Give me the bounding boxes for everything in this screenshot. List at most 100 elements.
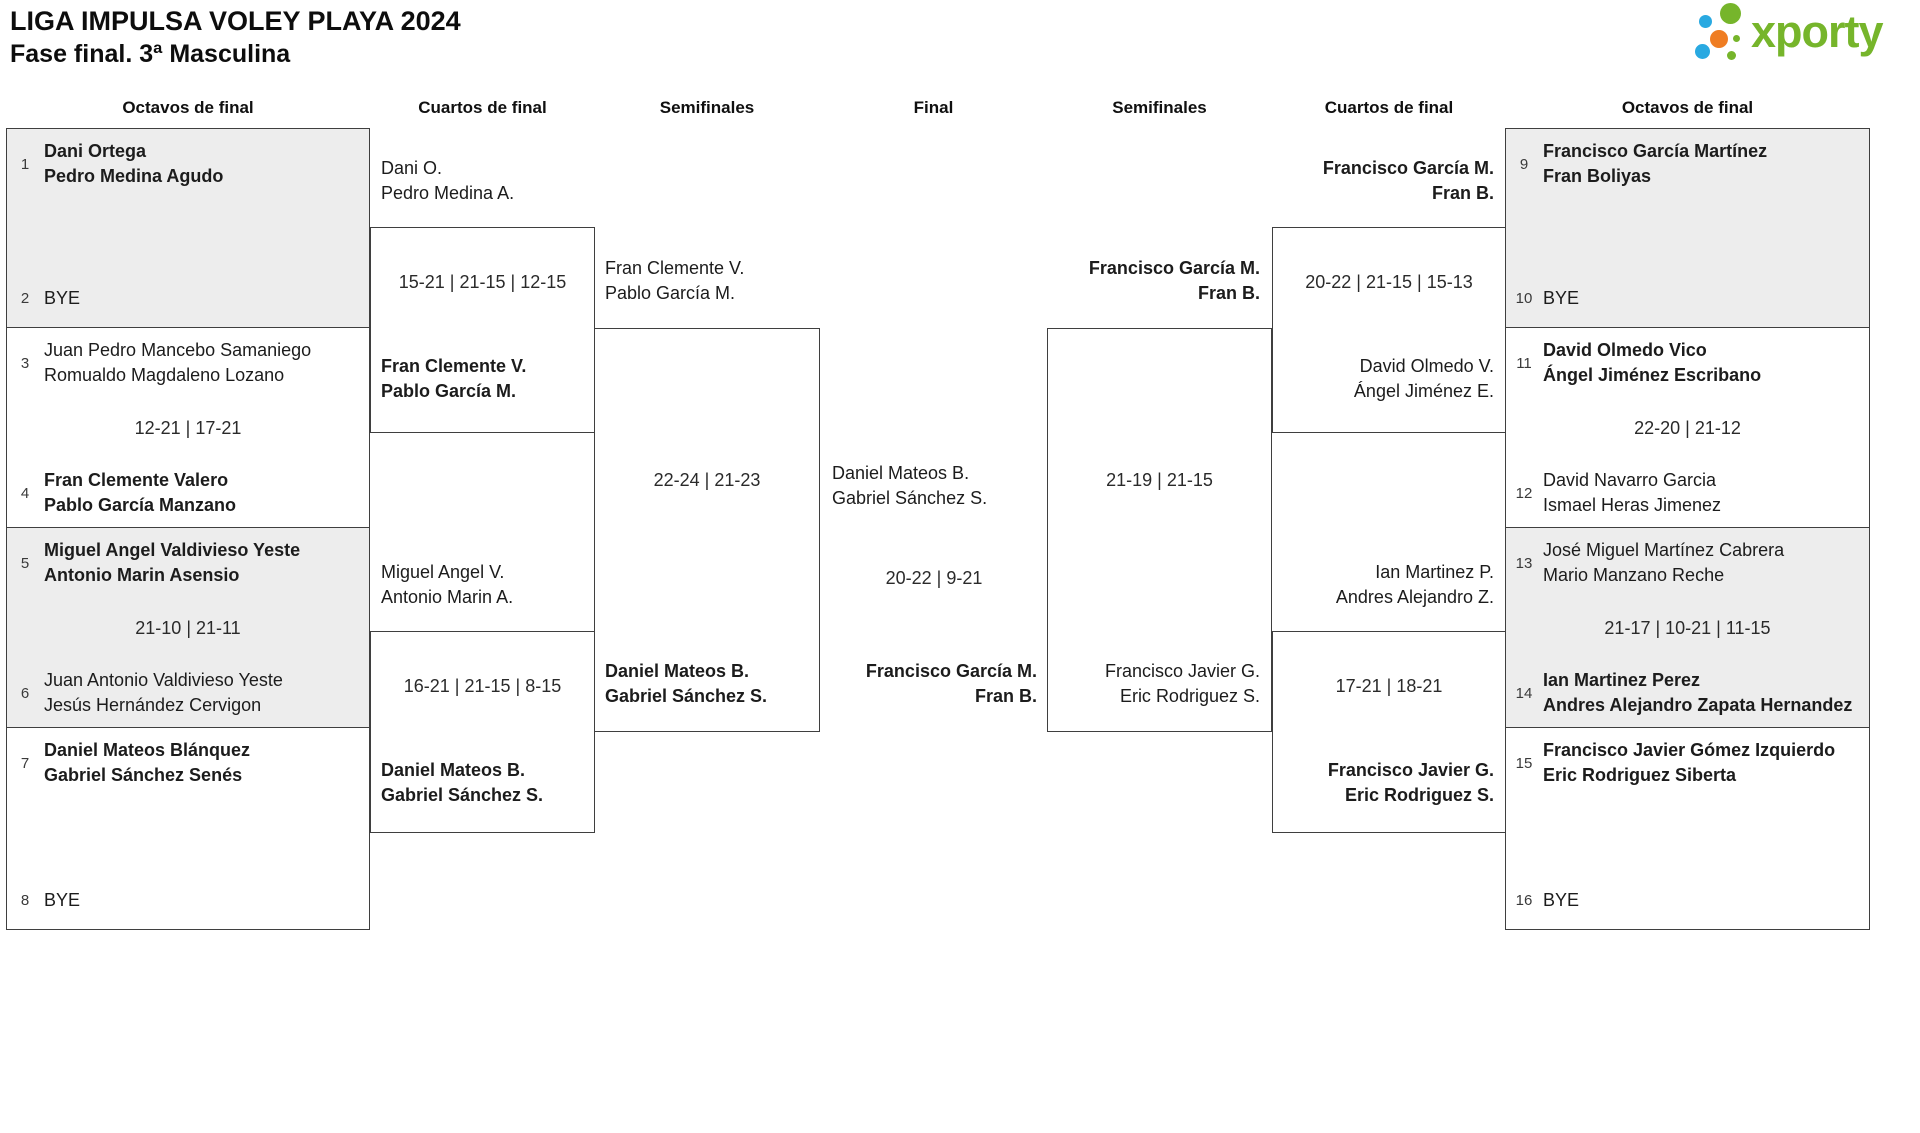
semifinal-box-left[interactable]: Fran Clemente V. Pablo García M. 22-24 |…: [594, 258, 820, 732]
player-name: Juan Antonio Valdivieso Yeste: [44, 670, 283, 690]
team-entry: 6 Juan Antonio Valdivieso Yeste Jesús He…: [15, 668, 363, 718]
team-short-name: Fran B.: [1197, 283, 1260, 303]
team-short-name: Pablo García M.: [605, 283, 736, 303]
team-names: David Olmedo Vico Ángel Jiménez Escriban…: [1543, 338, 1761, 388]
team-short-name: Francisco Javier G.: [1104, 661, 1260, 681]
page-title: LIGA IMPULSA VOLEY PLAYA 2024 Fase final…: [10, 5, 461, 70]
match-score: 12-21 | 17-21: [134, 418, 242, 438]
team-names: Dani Ortega Pedro Medina Agudo: [44, 139, 223, 189]
team-names: Fran Clemente Valero Pablo García Manzan…: [44, 468, 236, 518]
match-box-7-8[interactable]: 7 Daniel Mateos Blánquez Gabriel Sánchez…: [6, 727, 370, 930]
final-participant: Daniel Mateos B. Gabriel Sánchez S.: [832, 461, 987, 511]
player-name: Francisco Javier Gómez Izquierdo: [1543, 740, 1836, 760]
phase-subtitle: Fase final. 3ª Masculina: [10, 40, 291, 68]
player-name: Fran Boliyas: [1543, 166, 1652, 186]
player-name: Ian Martinez Perez: [1543, 670, 1701, 690]
seed-number: 7: [20, 754, 30, 772]
qf-participant: Ian Martinez P. Andres Alejandro Z.: [1336, 560, 1494, 610]
seed-number: 9: [1519, 155, 1529, 173]
seed-number: 3: [20, 354, 30, 372]
semifinal-box-right[interactable]: Francisco García M. Fran B. 21-19 | 21-1…: [1047, 258, 1272, 732]
match-score: 16-21 | 21-15 | 8-15: [403, 676, 562, 696]
match-score: 22-20 | 21-12: [1634, 418, 1741, 438]
seed-number: 11: [1516, 354, 1532, 372]
team-short-name: Ian Martinez P.: [1375, 562, 1494, 582]
seed-number: 14: [1515, 684, 1533, 702]
team-short-name: Miguel Angel V.: [381, 562, 505, 582]
team-names: Daniel Mateos Blánquez Gabriel Sánchez S…: [44, 738, 250, 788]
logo-wordmark: xporty: [1751, 6, 1884, 57]
team-short-name: Antonio Marin A.: [381, 587, 514, 607]
team-short-name: Gabriel Sánchez S.: [832, 488, 988, 508]
team-short-name: Eric Rodriguez S.: [1119, 686, 1260, 706]
team-short-name: Fran B.: [974, 686, 1037, 706]
match-box-15-16[interactable]: 15 Francisco Javier Gómez Izquierdo Eric…: [1505, 727, 1870, 930]
match-box-1-2[interactable]: 1 Dani Ortega Pedro Medina Agudo 2 BYE: [6, 128, 370, 328]
team-entry: 10 BYE: [1514, 286, 1866, 311]
match-box-5-6[interactable]: 5 Miguel Angel Valdivieso Yeste Antonio …: [6, 527, 370, 728]
player-name: Mario Manzano Reche: [1543, 565, 1725, 585]
match-box-13-14[interactable]: 13 José Miguel Martínez Cabrera Mario Ma…: [1505, 527, 1870, 728]
match-score: 22-24 | 21-23: [653, 470, 761, 490]
player-name: Ismael Heras Jimenez: [1543, 495, 1722, 515]
team-short-name: Gabriel Sánchez S.: [381, 785, 544, 805]
match-score: 21-17 | 10-21 | 11-15: [1604, 618, 1771, 638]
logo-dot-green-tiny-icon: [1733, 35, 1740, 42]
team-names: BYE: [44, 286, 80, 311]
seed-number: 6: [20, 684, 30, 702]
player-name: Pedro Medina Agudo: [44, 166, 224, 186]
player-name: Fran Clemente Valero: [44, 470, 229, 490]
team-short-name: Andres Alejandro Z.: [1335, 587, 1494, 607]
quarterfinal-box-right-top[interactable]: Francisco García M. Fran B. 20-22 | 21-1…: [1272, 158, 1506, 433]
team-names: Ian Martinez Perez Andres Alejandro Zapa…: [1543, 668, 1852, 718]
team-entry: 14 Ian Martinez Perez Andres Alejandro Z…: [1514, 668, 1866, 718]
xporty-logo[interactable]: xporty: [1685, 2, 1917, 66]
sf-winner: Daniel Mateos B. Gabriel Sánchez S.: [605, 659, 767, 709]
team-short-name: Daniel Mateos B.: [605, 661, 750, 681]
seed-number: 2: [20, 290, 30, 307]
logo-dot-green-small-icon: [1727, 51, 1736, 60]
team-short-name: Gabriel Sánchez S.: [605, 686, 768, 706]
team-short-name: Fran Clemente V.: [381, 356, 527, 376]
player-name: Andres Alejandro Zapata Hernandez: [1543, 695, 1853, 715]
match-score: 17-21 | 18-21: [1335, 676, 1443, 696]
qf-participant: Miguel Angel V. Antonio Marin A.: [381, 560, 513, 610]
team-entry: 12 David Navarro Garcia Ismael Heras Jim…: [1514, 468, 1866, 518]
seed-number: 12: [1515, 484, 1533, 502]
team-names: BYE: [44, 888, 80, 913]
seed-number: 13: [1515, 554, 1533, 572]
team-names: David Navarro Garcia Ismael Heras Jimene…: [1543, 468, 1721, 518]
team-short-name: Fran B.: [1431, 183, 1494, 203]
tournament-name: LIGA IMPULSA VOLEY PLAYA 2024: [10, 6, 461, 36]
match-box-9-10[interactable]: 9 Francisco García Martínez Fran Boliyas…: [1505, 128, 1870, 328]
match-box-3-4[interactable]: 3 Juan Pedro Mancebo Samaniego Romualdo …: [6, 327, 370, 528]
player-name: José Miguel Martínez Cabrera: [1543, 540, 1785, 560]
team-short-name: Dani O.: [381, 158, 443, 178]
header-cuartos-right: Cuartos de final: [1324, 98, 1454, 117]
player-name: BYE: [44, 288, 81, 308]
team-entry: 11 David Olmedo Vico Ángel Jiménez Escri…: [1514, 338, 1866, 388]
team-names: Juan Pedro Mancebo Samaniego Romualdo Ma…: [44, 338, 311, 388]
team-entry: 3 Juan Pedro Mancebo Samaniego Romualdo …: [15, 338, 363, 388]
team-short-name: Francisco García M.: [865, 661, 1037, 681]
qf-winner: Daniel Mateos B. Gabriel Sánchez S.: [381, 758, 543, 808]
quarterfinal-box-left-top[interactable]: Dani O. Pedro Medina A. 15-21 | 21-15 | …: [370, 158, 595, 433]
match-box-11-12[interactable]: 11 David Olmedo Vico Ángel Jiménez Escri…: [1505, 327, 1870, 528]
header-semis-right: Semifinales: [1112, 98, 1207, 117]
seed-number: 15: [1515, 754, 1533, 772]
player-name: Pablo García Manzano: [44, 495, 237, 515]
player-name: Antonio Marin Asensio: [44, 565, 240, 585]
player-name: Romualdo Magdaleno Lozano: [44, 365, 285, 385]
quarterfinal-box-left-bottom[interactable]: Miguel Angel V. Antonio Marin A. 16-21 |…: [370, 562, 595, 833]
player-name: Francisco García Martínez: [1543, 141, 1768, 161]
team-short-name: Francisco Javier G.: [1327, 760, 1494, 780]
header-octavos-right: Octavos de final: [1621, 98, 1754, 117]
match-score: 15-21 | 21-15 | 12-15: [398, 272, 567, 292]
seed-number: 4: [20, 484, 30, 502]
qf-winner: Francisco Javier G. Eric Rodriguez S.: [1328, 758, 1494, 808]
player-name: Ángel Jiménez Escribano: [1543, 365, 1762, 385]
seed-number: 8: [20, 892, 30, 909]
team-short-name: Eric Rodriguez S.: [1344, 785, 1494, 805]
quarterfinal-box-right-bottom[interactable]: Ian Martinez P. Andres Alejandro Z. 17-2…: [1272, 562, 1506, 833]
sf-participant: Fran Clemente V. Pablo García M.: [605, 256, 744, 306]
